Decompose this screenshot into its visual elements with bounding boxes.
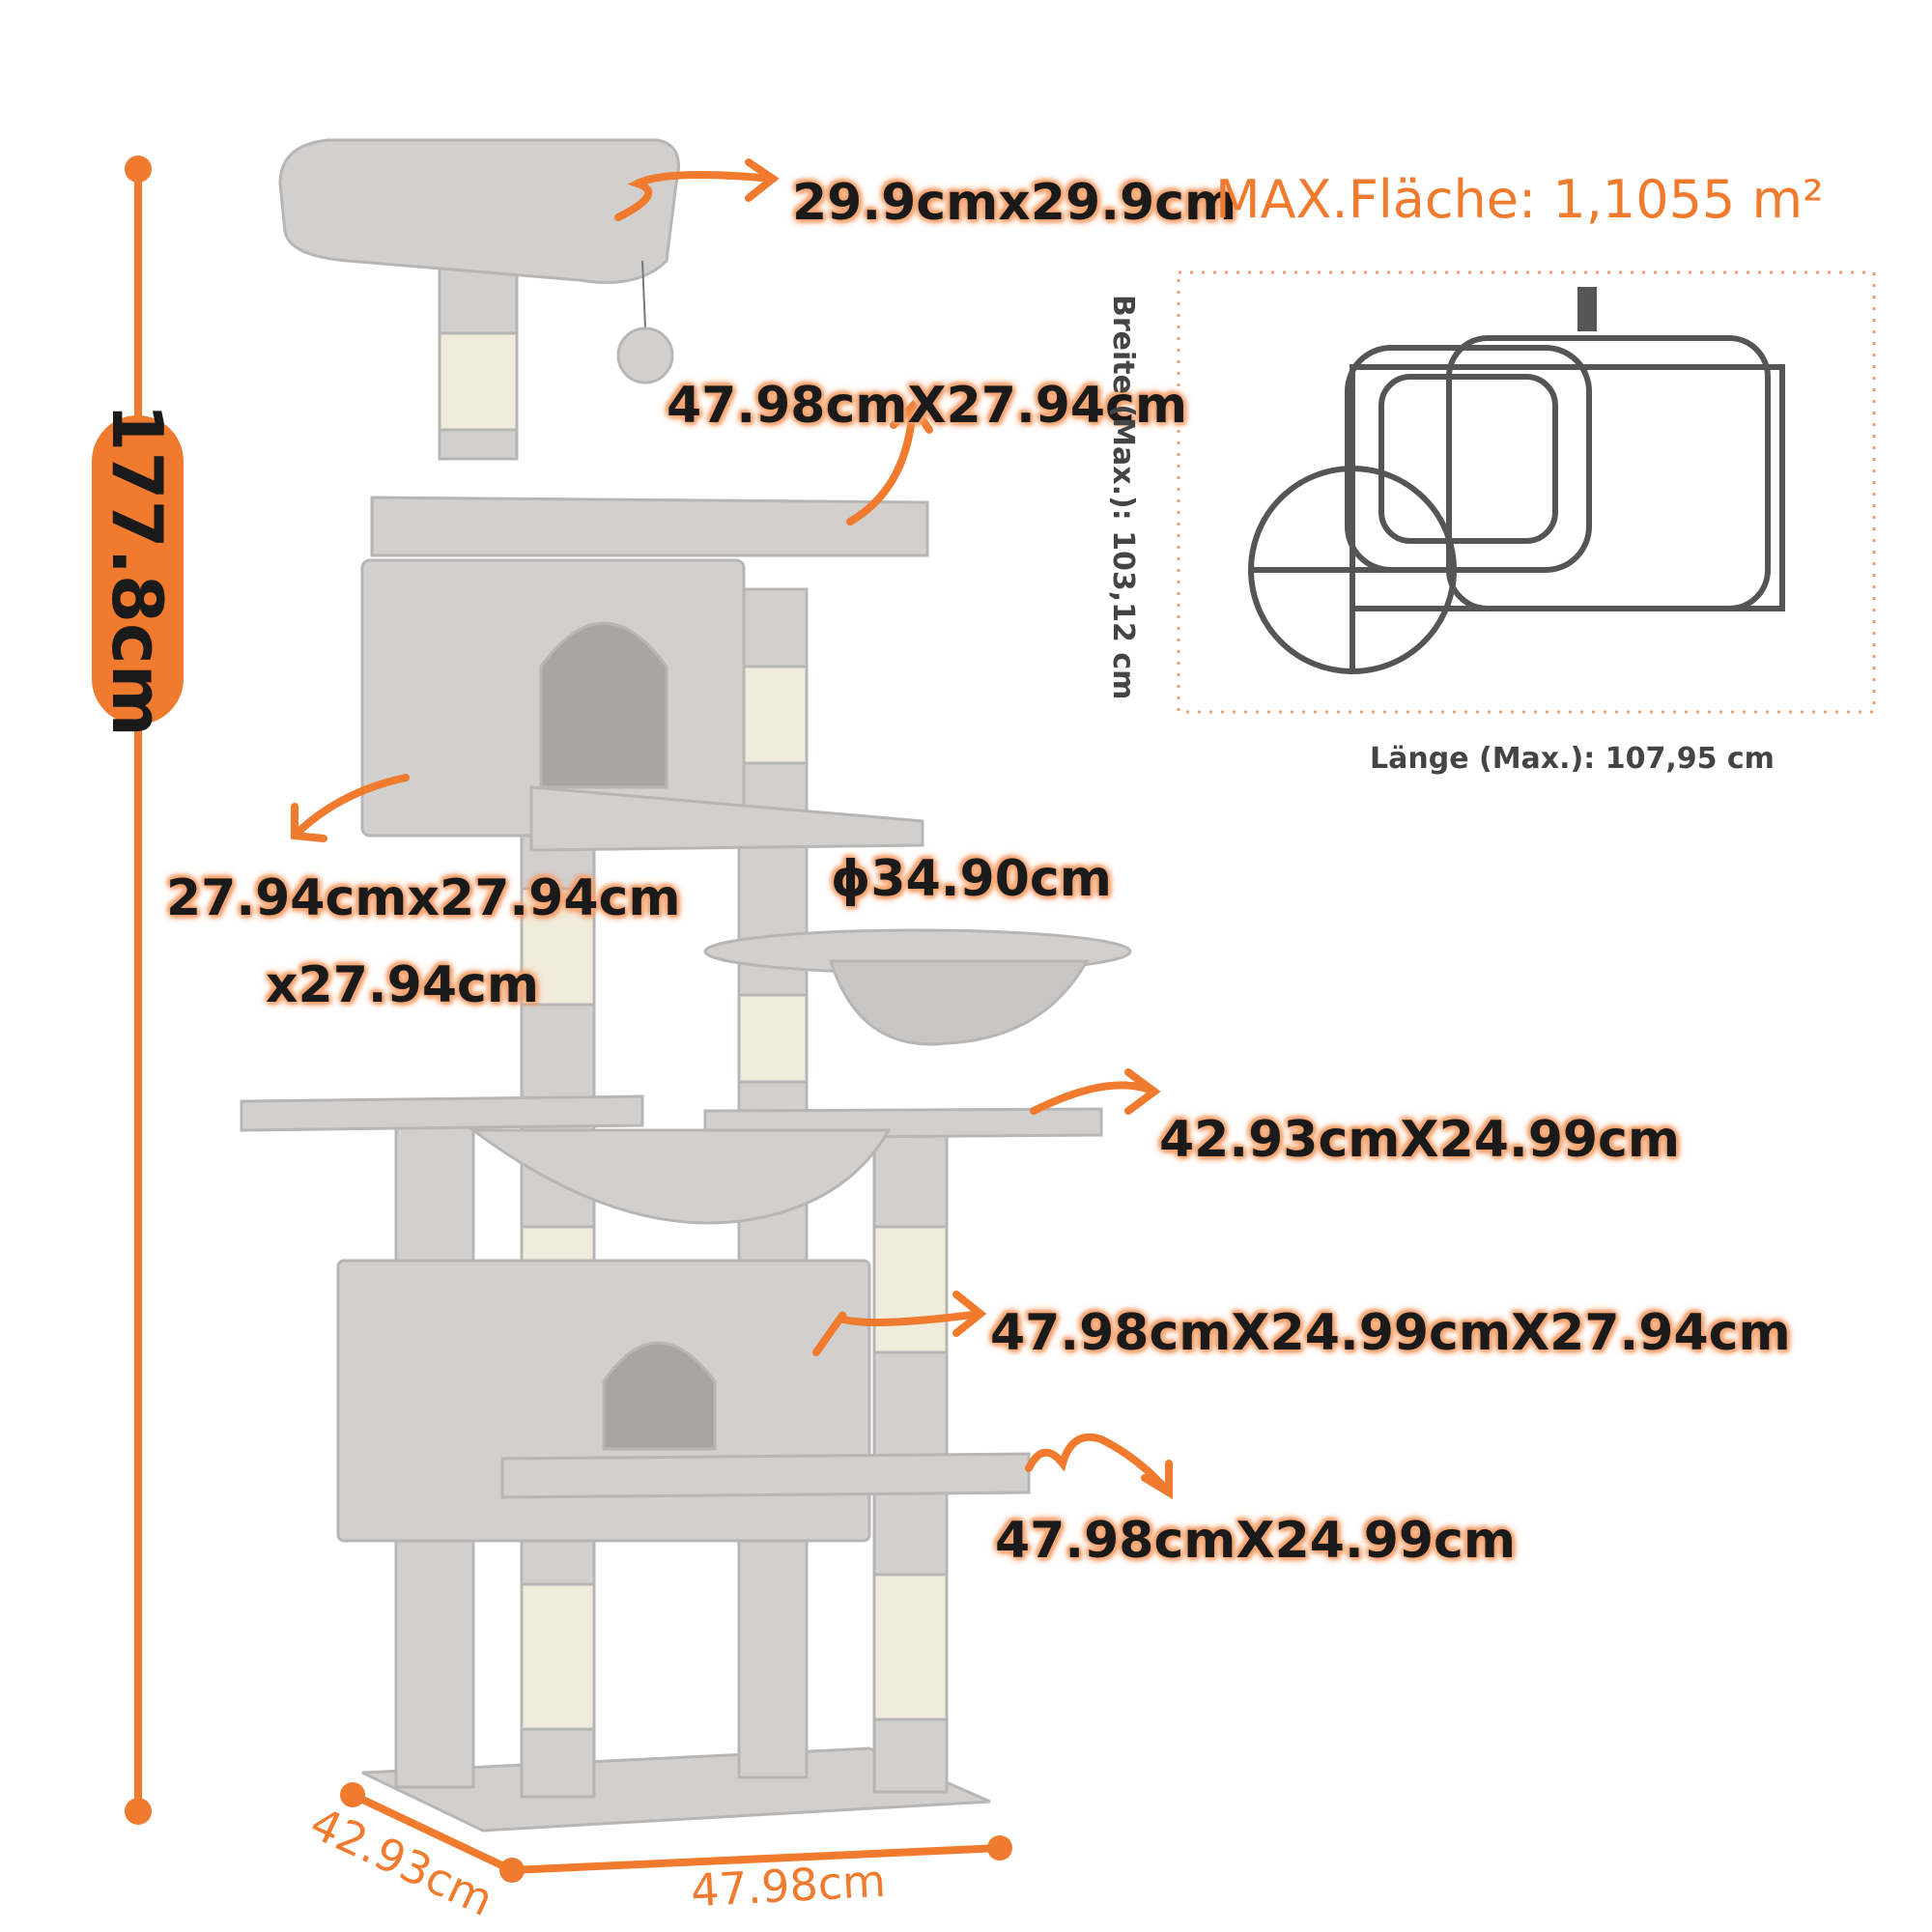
footprint-outline: [1350, 364, 1785, 611]
lower-platform: [500, 1452, 1031, 1499]
arrow-lower-platform: [1025, 1433, 1173, 1496]
footprint-perch-outer: [1345, 345, 1592, 573]
footprint-box: [1177, 270, 1876, 714]
max-area-label: MAX.Fläche: 1,1055 m²: [1215, 169, 1824, 230]
upper-condo-roof: [370, 496, 929, 557]
sisal-6: [737, 993, 809, 1084]
footprint-width-label: Breite (Max.): 103,12 cm: [1106, 295, 1140, 700]
lower-platform-label: 47.98cmX24.99cm: [995, 1512, 1517, 1570]
sisal-top: [438, 331, 519, 432]
base-board: [361, 1747, 991, 1833]
upper-condo-label-height: x27.94cm: [266, 956, 540, 1014]
sisal-4: [872, 1225, 949, 1354]
toy-string: [641, 260, 646, 329]
cat-tree: [240, 138, 1132, 1833]
toy-ball: [616, 327, 674, 384]
arrow-upper-top: [846, 402, 917, 526]
sisal-5: [520, 887, 596, 1007]
arrow-top-perch: [614, 171, 777, 221]
top-perch: [278, 138, 680, 284]
upper-condo-door: [539, 621, 668, 789]
base-width-label: 47.98cm: [689, 1854, 888, 1918]
arrow-upper-condo: [291, 774, 410, 839]
top-perch-label: 29.9cmx29.9cm: [792, 174, 1237, 232]
height-line-top-dot: [125, 156, 152, 183]
basket-label: ϕ34.90cm: [831, 850, 1112, 908]
sisal-1: [520, 1582, 596, 1731]
height-badge: [92, 415, 184, 724]
platform-label: 42.93cmX24.99cm: [1159, 1111, 1681, 1169]
dimension-arrows: [291, 158, 1173, 1500]
lower-condo-door: [602, 1341, 717, 1451]
footprint-perch-inner: [1378, 374, 1558, 544]
lower-condo-label: 47.98cmX24.99cmX27.94cm: [990, 1304, 1791, 1362]
upper-condo-ledge: [529, 785, 924, 852]
basket-bowl: [828, 959, 1090, 1046]
footprint-diagram: [1248, 287, 1785, 674]
upper-condo-label: 27.94cmx27.94cm: [166, 869, 681, 927]
sisal-2: [872, 1573, 949, 1721]
base-depth-line: [351, 1791, 514, 1874]
height-line-bottom-dot: [125, 1798, 152, 1825]
footprint-length-label: Länge (Max.): 107,95 cm: [1370, 742, 1775, 776]
height-label: 177.8cm: [97, 403, 178, 737]
hammock: [469, 1128, 892, 1225]
base-width-line: [511, 1844, 1001, 1874]
upper-condo-top-label: 47.98cmX27.94cm: [667, 377, 1188, 435]
footprint-post: [1577, 287, 1597, 331]
arrow-lower-condo: [812, 1310, 984, 1356]
sisal-7: [737, 665, 809, 765]
left-platform: [240, 1094, 644, 1132]
